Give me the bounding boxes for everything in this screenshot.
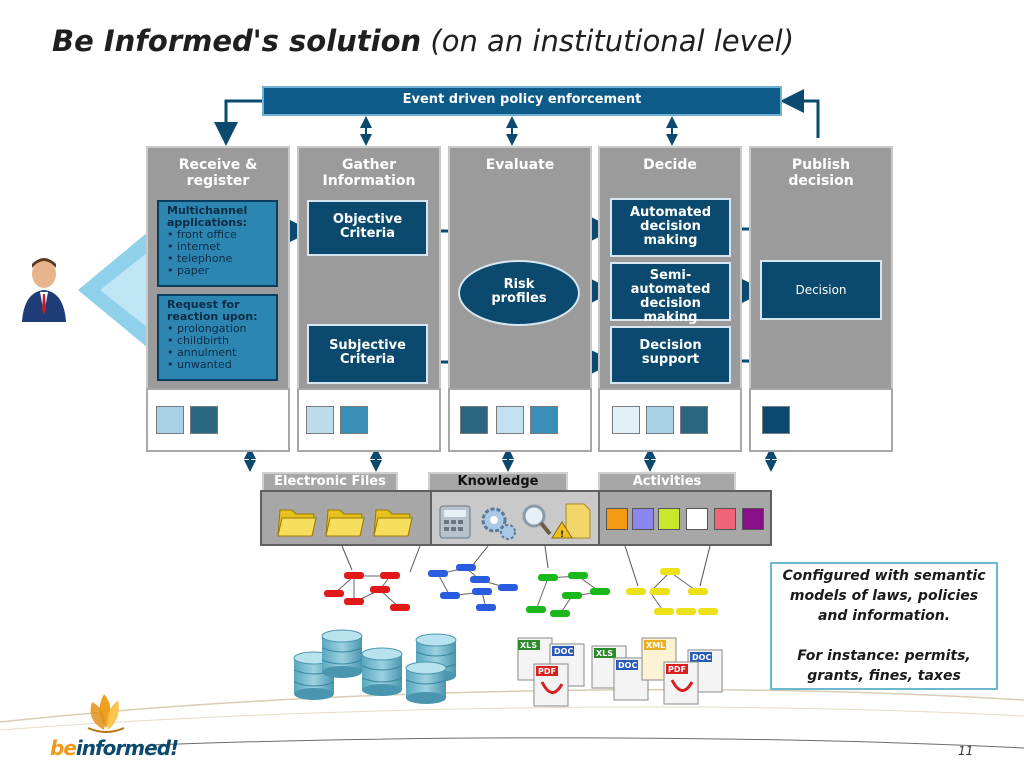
activity-square bbox=[632, 508, 654, 530]
logo-mark-icon bbox=[87, 694, 125, 733]
event-driven-policy-bar: Event driven policy enforcement bbox=[262, 86, 782, 116]
folder-icons bbox=[277, 509, 413, 537]
decision-box: Decision bbox=[760, 260, 882, 320]
folder-icon bbox=[325, 509, 365, 537]
model-square bbox=[156, 406, 184, 434]
pdf-file-icon: PDF bbox=[533, 663, 569, 707]
svg-text:XLS: XLS bbox=[520, 641, 537, 650]
activities-panel bbox=[598, 490, 772, 546]
stage-title-evaluate: Evaluate bbox=[485, 157, 555, 173]
svg-text:XML: XML bbox=[646, 641, 665, 650]
semantic-models-note: Configured with semantic models of laws,… bbox=[770, 562, 998, 690]
person-icon bbox=[22, 258, 66, 322]
activity-square bbox=[742, 508, 764, 530]
svg-text:XLS: XLS bbox=[596, 649, 613, 658]
document-warning-icon: ! bbox=[551, 503, 591, 540]
svg-text:PDF: PDF bbox=[538, 667, 556, 676]
database-icon bbox=[405, 661, 447, 704]
page-number: 11 bbox=[958, 744, 974, 758]
logo-text: beinformed! bbox=[50, 736, 179, 760]
database-icon bbox=[361, 647, 403, 696]
stage-panel-gather bbox=[297, 388, 441, 452]
stage-panel-publish bbox=[749, 388, 893, 452]
svg-text:!: ! bbox=[560, 530, 564, 540]
folder-icon bbox=[373, 509, 413, 537]
svg-text:DOC: DOC bbox=[554, 647, 573, 656]
database-icon bbox=[321, 629, 363, 678]
stage-title-receive: Receive &register bbox=[178, 157, 258, 189]
title-rest: (on an institutional level) bbox=[430, 24, 795, 58]
knowledge-services-header: Knowledge Services bbox=[428, 472, 568, 505]
multichannel-applications-box: Multichannel applications: • front offic… bbox=[157, 200, 278, 287]
svg-text:PDF: PDF bbox=[668, 665, 686, 674]
semantic-model-networks bbox=[324, 564, 718, 617]
activity-square bbox=[658, 508, 680, 530]
activity-square bbox=[606, 508, 628, 530]
page-title: Be Informed's solution (on an institutio… bbox=[52, 24, 794, 58]
svg-text:DOC: DOC bbox=[618, 661, 637, 670]
stage-panel-decide bbox=[598, 388, 742, 452]
stage-panel-evaluate bbox=[448, 388, 592, 452]
pdf-file-icon: PDF bbox=[663, 661, 699, 705]
model-square bbox=[306, 406, 334, 434]
calculator-icon bbox=[439, 505, 471, 539]
model-square bbox=[762, 406, 790, 434]
file-document-icons: XLS DOC PDF XLS DOC XML DOC PDF bbox=[517, 637, 723, 707]
model-square bbox=[460, 406, 488, 434]
magnifier-icon bbox=[522, 504, 552, 536]
model-square bbox=[680, 406, 708, 434]
gears-icon bbox=[481, 507, 516, 540]
model-square bbox=[612, 406, 640, 434]
activity-square bbox=[714, 508, 736, 530]
folder-icon bbox=[277, 509, 317, 537]
model-square bbox=[190, 406, 218, 434]
model-square bbox=[496, 406, 524, 434]
request-for-reaction-box: Request for reaction upon: • prolongatio… bbox=[157, 294, 278, 381]
activities-header: Activities bbox=[598, 472, 736, 492]
knowledge-services-panel: ! bbox=[430, 490, 600, 546]
svg-text:DOC: DOC bbox=[692, 653, 711, 662]
stage-title-decide: Decide bbox=[643, 157, 697, 173]
model-square bbox=[530, 406, 558, 434]
stage-panel-receive bbox=[146, 388, 290, 452]
model-square bbox=[646, 406, 674, 434]
stage-evaluate bbox=[448, 146, 592, 390]
database-icons bbox=[293, 629, 457, 704]
title-bold: Be Informed's solution bbox=[52, 24, 422, 58]
electronic-files-panel bbox=[260, 490, 432, 546]
activity-square bbox=[686, 508, 708, 530]
model-square bbox=[340, 406, 368, 434]
electronic-files-header: Electronic Files bbox=[262, 472, 398, 492]
